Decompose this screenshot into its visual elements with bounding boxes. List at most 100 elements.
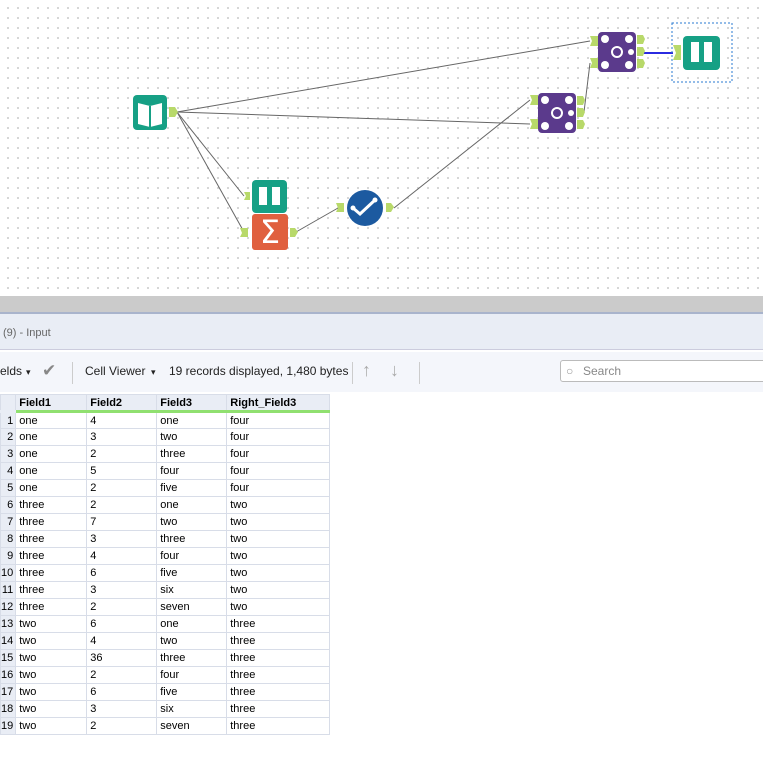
- join-tool[interactable]: [590, 32, 645, 72]
- table-cell[interactable]: three: [226, 649, 331, 667]
- row-number[interactable]: 4: [0, 462, 17, 480]
- table-cell[interactable]: one: [15, 445, 88, 463]
- table-cell[interactable]: two: [15, 632, 88, 650]
- table-cell[interactable]: 2: [86, 598, 158, 616]
- input-data-tool[interactable]: [133, 95, 178, 130]
- connection[interactable]: [393, 99, 531, 209]
- connection[interactable]: [295, 207, 339, 233]
- table-cell[interactable]: two: [156, 428, 228, 446]
- table-cell[interactable]: three: [15, 513, 88, 531]
- table-cell[interactable]: three: [156, 649, 228, 667]
- table-cell[interactable]: three: [226, 700, 331, 718]
- arrow-up-icon[interactable]: ↑: [362, 360, 371, 380]
- table-cell[interactable]: three: [15, 564, 88, 582]
- row-number[interactable]: 8: [0, 530, 17, 548]
- table-cell[interactable]: 36: [86, 649, 158, 667]
- table-cell[interactable]: 2: [86, 479, 158, 497]
- table-cell[interactable]: 4: [86, 411, 158, 429]
- table-cell[interactable]: four: [226, 462, 331, 480]
- table-cell[interactable]: two: [15, 649, 88, 667]
- table-cell[interactable]: two: [226, 564, 331, 582]
- table-cell[interactable]: 2: [86, 496, 158, 514]
- summarize-tool[interactable]: Σ: [240, 213, 298, 251]
- chevron-down-icon[interactable]: ▾: [26, 367, 31, 377]
- table-cell[interactable]: 3: [86, 428, 158, 446]
- arrow-down-icon[interactable]: ↓: [390, 360, 399, 380]
- column-header[interactable]: Field1: [15, 394, 88, 413]
- table-cell[interactable]: one: [156, 496, 228, 514]
- table-cell[interactable]: 6: [86, 615, 158, 633]
- table-cell[interactable]: two: [15, 700, 88, 718]
- table-cell[interactable]: 3: [86, 581, 158, 599]
- table-cell[interactable]: two: [15, 717, 88, 735]
- table-cell[interactable]: 6: [86, 683, 158, 701]
- connection[interactable]: [176, 111, 245, 197]
- table-cell[interactable]: two: [15, 615, 88, 633]
- table-cell[interactable]: 4: [86, 547, 158, 565]
- table-cell[interactable]: four: [156, 547, 228, 565]
- table-cell[interactable]: six: [156, 700, 228, 718]
- table-cell[interactable]: four: [156, 462, 228, 480]
- row-number[interactable]: 1: [0, 411, 17, 429]
- table-cell[interactable]: three: [156, 445, 228, 463]
- table-cell[interactable]: four: [226, 445, 331, 463]
- table-cell[interactable]: five: [156, 564, 228, 582]
- row-number[interactable]: 11: [0, 581, 17, 599]
- table-cell[interactable]: three: [226, 615, 331, 633]
- table-cell[interactable]: 2: [86, 666, 158, 684]
- table-cell[interactable]: two: [15, 683, 88, 701]
- table-cell[interactable]: 4: [86, 632, 158, 650]
- table-cell[interactable]: one: [15, 462, 88, 480]
- table-cell[interactable]: four: [156, 666, 228, 684]
- panel-splitter[interactable]: [0, 296, 763, 314]
- column-header[interactable]: Right_Field3: [226, 394, 331, 413]
- table-cell[interactable]: three: [226, 632, 331, 650]
- browse-tool-selected[interactable]: [671, 22, 733, 83]
- table-cell[interactable]: three: [226, 666, 331, 684]
- table-cell[interactable]: two: [226, 581, 331, 599]
- table-cell[interactable]: three: [156, 530, 228, 548]
- row-number[interactable]: 9: [0, 547, 17, 565]
- browse-tool[interactable]: [244, 180, 287, 213]
- row-number[interactable]: 15: [0, 649, 17, 667]
- row-number[interactable]: 5: [0, 479, 17, 497]
- row-number[interactable]: 3: [0, 445, 17, 463]
- table-cell[interactable]: 5: [86, 462, 158, 480]
- column-header[interactable]: Field3: [156, 394, 228, 413]
- table-cell[interactable]: one: [15, 428, 88, 446]
- search-input[interactable]: ○ Search: [560, 360, 763, 382]
- table-cell[interactable]: three: [15, 547, 88, 565]
- table-cell[interactable]: two: [156, 513, 228, 531]
- table-cell[interactable]: two: [226, 513, 331, 531]
- row-number[interactable]: 13: [0, 615, 17, 633]
- table-cell[interactable]: 6: [86, 564, 158, 582]
- column-header[interactable]: Field2: [86, 394, 158, 413]
- chevron-down-icon[interactable]: ▾: [151, 367, 156, 377]
- row-number[interactable]: 2: [0, 428, 17, 446]
- table-cell[interactable]: four: [226, 479, 331, 497]
- table-cell[interactable]: 3: [86, 700, 158, 718]
- table-cell[interactable]: three: [15, 598, 88, 616]
- table-cell[interactable]: 2: [86, 717, 158, 735]
- row-number[interactable]: 10: [0, 564, 17, 582]
- table-cell[interactable]: one: [15, 411, 88, 429]
- row-number[interactable]: 6: [0, 496, 17, 514]
- connection[interactable]: [176, 111, 245, 233]
- join-tool[interactable]: [530, 93, 585, 133]
- table-cell[interactable]: two: [15, 666, 88, 684]
- row-number[interactable]: 14: [0, 632, 17, 650]
- table-cell[interactable]: seven: [156, 717, 228, 735]
